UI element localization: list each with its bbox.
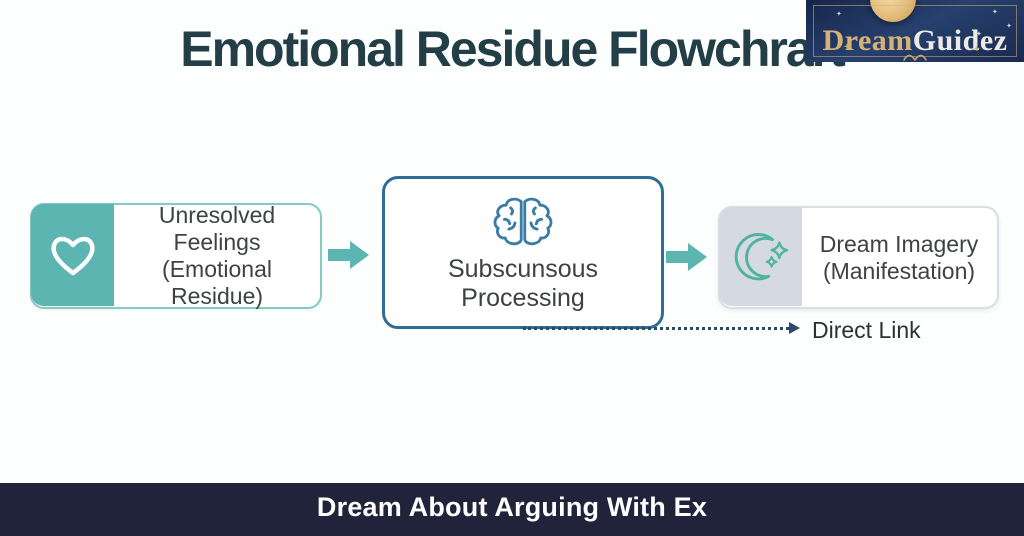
star-plus-icon: + [844, 42, 850, 53]
node-label-dream: Dream Imagery (Manifestation) [804, 208, 994, 307]
arrow-right-icon [666, 243, 707, 271]
brand-name-part2: Guidez [912, 24, 1008, 57]
arrow-right-icon [328, 241, 369, 269]
page-title: Emotional Residue Flowchrart [180, 21, 846, 77]
flow-node-subconscious-processing: Subscunsous Processing [382, 176, 664, 329]
sparkle-icon: ✦ [976, 31, 982, 38]
sparkle-icon: ✦ [992, 9, 998, 16]
brand-name-part1: Dream [822, 24, 913, 57]
brand-logo: DreamGuidez ✦ ✦ ✦ ✦ + + [806, 0, 1024, 62]
heart-icon [50, 236, 95, 276]
brand-name: DreamGuidez [806, 24, 1024, 58]
heart-icon-panel [31, 204, 114, 306]
sparkle-icon: ✦ [1006, 23, 1012, 30]
footer-banner: Dream About Arguing With Ex [0, 483, 1024, 536]
brain-icon-wrap [385, 195, 661, 249]
node-label-line1: Dream Imagery [819, 230, 979, 257]
node-label-unresolved: Unresolved Feelings (Emotional Residue) [116, 202, 318, 309]
logo-frame [813, 5, 1017, 57]
node-label-line2: (Emotional Residue) [162, 256, 272, 309]
brain-icon [493, 197, 553, 246]
direct-link-dotted-line [523, 327, 789, 330]
sparkle-icon: ✦ [836, 11, 842, 18]
flow-node-dream-imagery: Dream Imagery (Manifestation) [718, 206, 999, 309]
arrow-right-icon [789, 322, 800, 334]
footer-caption: Dream About Arguing With Ex [316, 492, 708, 522]
moon-icon-panel [719, 207, 802, 306]
moon-stars-icon [734, 232, 788, 280]
star-plus-icon: + [974, 44, 980, 55]
node-label-processing: Subscunsous Processing [447, 255, 599, 312]
crown-ornament-icon [903, 54, 927, 61]
direct-link-label: Direct Link [812, 317, 921, 343]
node-label-line2: (Manifestation) [822, 257, 976, 284]
flow-node-unresolved-feelings: Unresolved Feelings (Emotional Residue) [30, 202, 322, 309]
node-label-line1: Unresolved Feelings [158, 202, 276, 255]
